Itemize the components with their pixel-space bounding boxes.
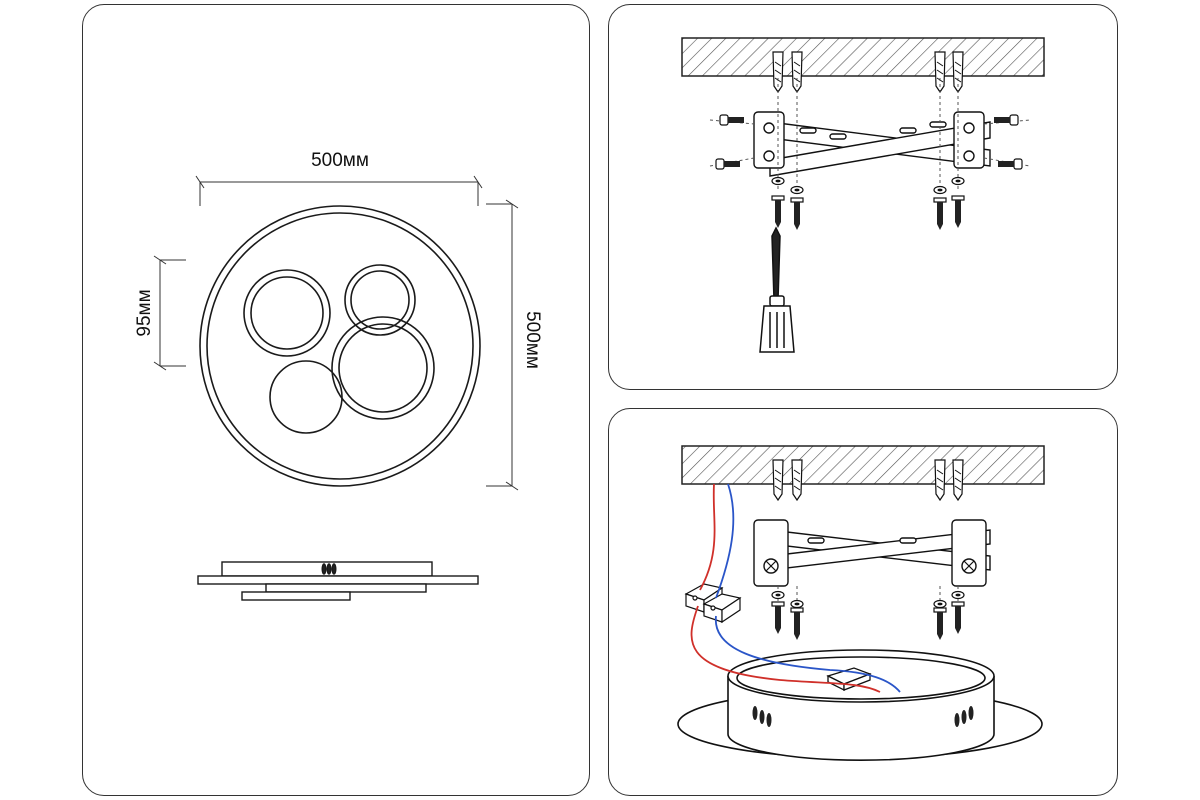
guide-lines-bottom xyxy=(777,586,959,606)
lamp-base xyxy=(677,649,1043,761)
ceiling-bottom xyxy=(681,445,1045,485)
mounting-bracket-top xyxy=(753,111,991,177)
lamp-side-view xyxy=(197,561,479,601)
panel-dimensions xyxy=(82,4,590,796)
terminal-block xyxy=(684,583,742,624)
height-dimension-label: 500мм xyxy=(522,311,543,369)
lamp-top-view xyxy=(199,205,481,487)
screwdriver xyxy=(759,226,795,353)
screws-top xyxy=(771,195,965,231)
screws-bottom xyxy=(771,601,965,641)
led-driver xyxy=(826,667,872,692)
wire-neutral xyxy=(715,483,901,693)
washers-bottom xyxy=(771,590,965,609)
washers-top xyxy=(771,176,965,195)
ceiling-top xyxy=(681,37,1045,77)
width-dimension-label: 500мм xyxy=(311,150,369,171)
bracket-screws-bottom xyxy=(765,560,975,572)
ring-dimension-label: 95мм xyxy=(134,289,155,336)
ring-dimension-line xyxy=(153,255,186,371)
wire-live xyxy=(690,483,881,693)
mounting-bracket-bottom xyxy=(753,519,991,587)
height-dimension-line xyxy=(486,199,519,491)
width-dimension-line xyxy=(195,175,483,206)
